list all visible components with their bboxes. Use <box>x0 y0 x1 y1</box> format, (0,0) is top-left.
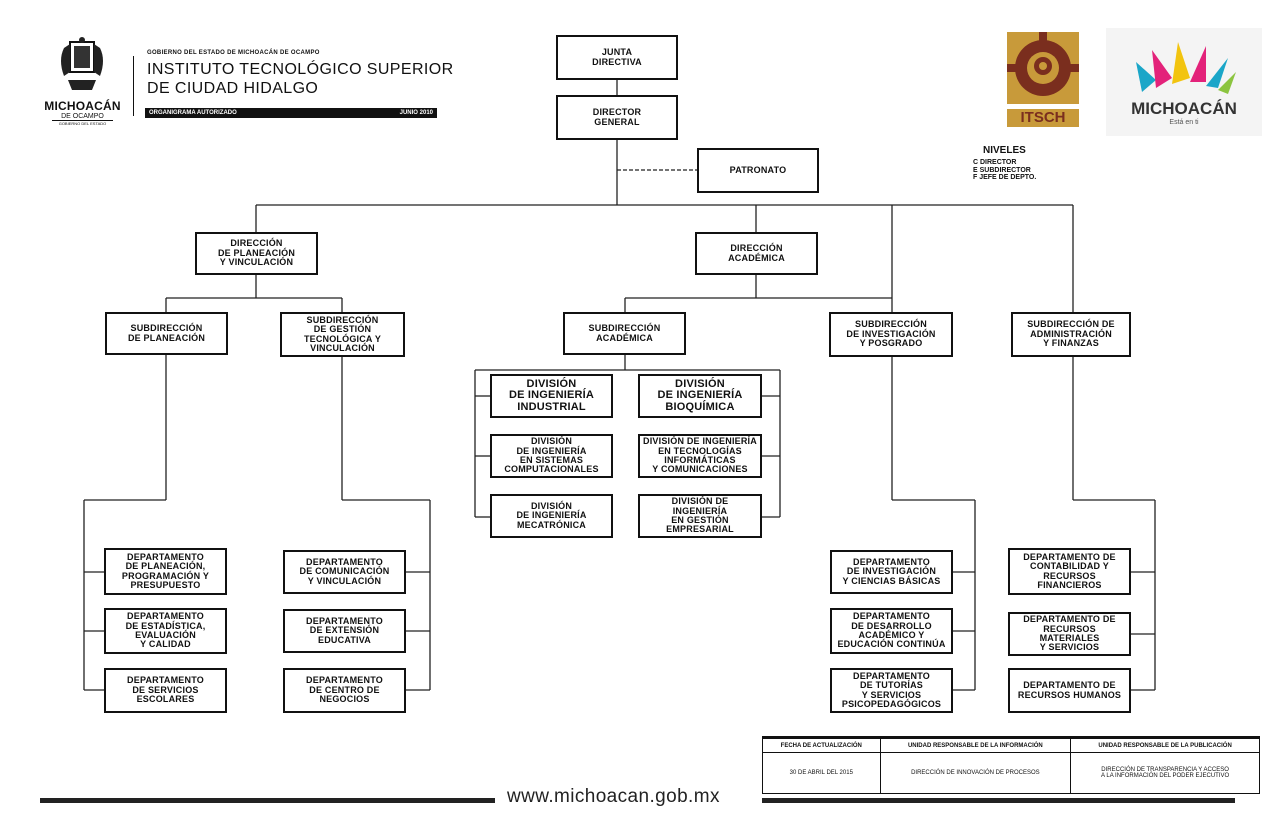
organigram-bar-date: JUNIO 2010 <box>399 110 433 116</box>
org-box-direccion-planeacion: DIRECCIÓN DE PLANEACIÓN Y VINCULACIÓN <box>195 232 318 275</box>
org-box-subdireccion-administracion: SUBDIRECCIÓN DE ADMINISTRACIÓN Y FINANZA… <box>1011 312 1131 357</box>
info-value-info-unit: DIRECCIÓN DE INNOVACIÓN DE PROCESOS <box>879 752 1072 794</box>
org-box-departamento-contabilidad: DEPARTAMENTO DE CONTABILIDAD Y RECURSOS … <box>1008 548 1131 595</box>
org-box-subdireccion-planeacion: SUBDIRECCIÓN DE PLANEACIÓN <box>105 312 228 355</box>
info-value-publication-unit: DIRECCIÓN DE TRANSPARENCIA Y ACCESO A LA… <box>1070 752 1260 794</box>
org-box-departamento-extension: DEPARTAMENTO DE EXTENSIÓN EDUCATIVA <box>283 609 406 653</box>
org-box-patronato: PATRONATO <box>697 148 819 193</box>
levels-legend-item: F JEFE DE DEPTO. <box>973 174 1037 182</box>
info-header-info-unit: UNIDAD RESPONSABLE DE LA INFORMACIÓN <box>879 736 1072 753</box>
footer-rule-right <box>762 798 1235 803</box>
update-info-table: FECHA DE ACTUALIZACIÓN UNIDAD RESPONSABL… <box>762 736 1260 794</box>
info-header-date: FECHA DE ACTUALIZACIÓN <box>762 736 881 753</box>
michoacan-brand-logo: MICHOACÁN Está en ti <box>1106 28 1262 136</box>
org-box-division-tics: DIVISIÓN DE INGENIERÍA EN TECNOLOGÍAS IN… <box>638 434 762 478</box>
institute-name-line-2: DE CIUDAD HIDALGO <box>147 80 319 97</box>
seal-logo-title: MICHOACÁN <box>44 99 121 113</box>
org-box-departamento-negocios: DEPARTAMENTO DE CENTRO DE NEGOCIOS <box>283 668 406 713</box>
org-box-subdireccion-gestion: SUBDIRECCIÓN DE GESTIÓN TECNOLÓGICA Y VI… <box>280 312 405 357</box>
footer-url[interactable]: www.michoacan.gob.mx <box>507 786 720 807</box>
org-box-subdireccion-investigacion: SUBDIRECCIÓN DE INVESTIGACIÓN Y POSGRADO <box>829 312 953 357</box>
org-box-director-general: DIRECTOR GENERAL <box>556 95 678 140</box>
levels-legend-item: E SUBDIRECTOR <box>973 166 1031 174</box>
seal-logo-subtitle: DE OCAMPO <box>52 113 113 121</box>
michoacan-crown-icon <box>1136 42 1236 94</box>
itsch-logo: ITSCH <box>1007 32 1079 127</box>
seal-logo-subtitle-2: GOBIERNO DEL ESTADO <box>58 121 107 126</box>
org-box-junta-directiva: JUNTA DIRECTIVA <box>556 35 678 80</box>
org-box-subdireccion-academica: SUBDIRECCIÓN ACADÉMICA <box>563 312 686 355</box>
org-box-departamento-investigacion: DEPARTAMENTO DE INVESTIGACIÓN Y CIENCIAS… <box>830 550 953 594</box>
info-header-publication-unit: UNIDAD RESPONSABLE DE LA PUBLICACIÓN <box>1070 736 1260 753</box>
header-divider <box>133 56 134 116</box>
org-box-departamento-humanos: DEPARTAMENTO DE RECURSOS HUMANOS <box>1008 668 1131 713</box>
levels-legend-title: NIVELES <box>983 145 1026 156</box>
michoacan-brand-text: MICHOACÁN <box>1131 99 1237 118</box>
government-line: GOBIERNO DEL ESTADO DE MICHOACÁN DE OCAM… <box>147 50 320 56</box>
itsch-logo-text: ITSCH <box>1007 109 1079 127</box>
org-box-direccion-academica: DIRECCIÓN ACADÉMICA <box>695 232 818 275</box>
org-box-division-mecatronica: DIVISIÓN DE INGENIERÍA MECATRÓNICA <box>490 494 613 538</box>
michoacan-seal-logo: MICHOACÁN DE OCAMPO GOBIERNO DEL ESTADO <box>40 36 125 131</box>
org-box-division-bioquimica: DIVISIÓN DE INGENIERÍA BIOQUÍMICA <box>638 374 762 418</box>
org-box-departamento-desarrollo: DEPARTAMENTO DE DESARROLLO ACADÉMICO Y E… <box>830 608 953 654</box>
info-value-date: 30 DE ABRIL DEL 2015 <box>762 752 881 794</box>
org-box-departamento-estadistica: DEPARTAMENTO DE ESTADÍSTICA, EVALUACIÓN … <box>104 608 227 654</box>
organigram-bar: ORGANIGRAMA AUTORIZADO JUNIO 2010 <box>145 108 437 118</box>
org-box-departamento-tutorias: DEPARTAMENTO DE TUTORÍAS Y SERVICIOS PSI… <box>830 668 953 713</box>
footer-rule-left <box>40 798 495 803</box>
org-box-departamento-materiales: DEPARTAMENTO DE RECURSOS MATERIALES Y SE… <box>1008 612 1131 656</box>
itsch-gear-icon <box>1007 32 1079 104</box>
org-box-division-industrial: DIVISIÓN DE INGENIERÍA INDUSTRIAL <box>490 374 613 418</box>
levels-legend-item: C DIRECTOR <box>973 159 1017 166</box>
coat-of-arms-icon <box>61 37 103 90</box>
org-box-division-sistemas: DIVISIÓN DE INGENIERÍA EN SISTEMAS COMPU… <box>490 434 613 478</box>
org-box-departamento-planeacion: DEPARTAMENTO DE PLANEACIÓN, PROGRAMACIÓN… <box>104 548 227 595</box>
org-box-departamento-comunicacion: DEPARTAMENTO DE COMUNICACIÓN Y VINCULACI… <box>283 550 406 594</box>
michoacan-brand-tagline: Está en ti <box>1169 119 1199 126</box>
org-box-departamento-escolares: DEPARTAMENTO DE SERVICIOS ESCOLARES <box>104 668 227 713</box>
organigram-bar-label: ORGANIGRAMA AUTORIZADO <box>149 110 237 116</box>
org-box-division-gestion-empresarial: DIVISIÓN DE INGENIERÍA EN GESTIÓN EMPRES… <box>638 494 762 538</box>
levels-legend: NIVELES C DIRECTOR E SUBDIRECTOR F JEFE … <box>973 145 1036 182</box>
institute-name-line-1: INSTITUTO TECNOLÓGICO SUPERIOR <box>147 61 454 78</box>
